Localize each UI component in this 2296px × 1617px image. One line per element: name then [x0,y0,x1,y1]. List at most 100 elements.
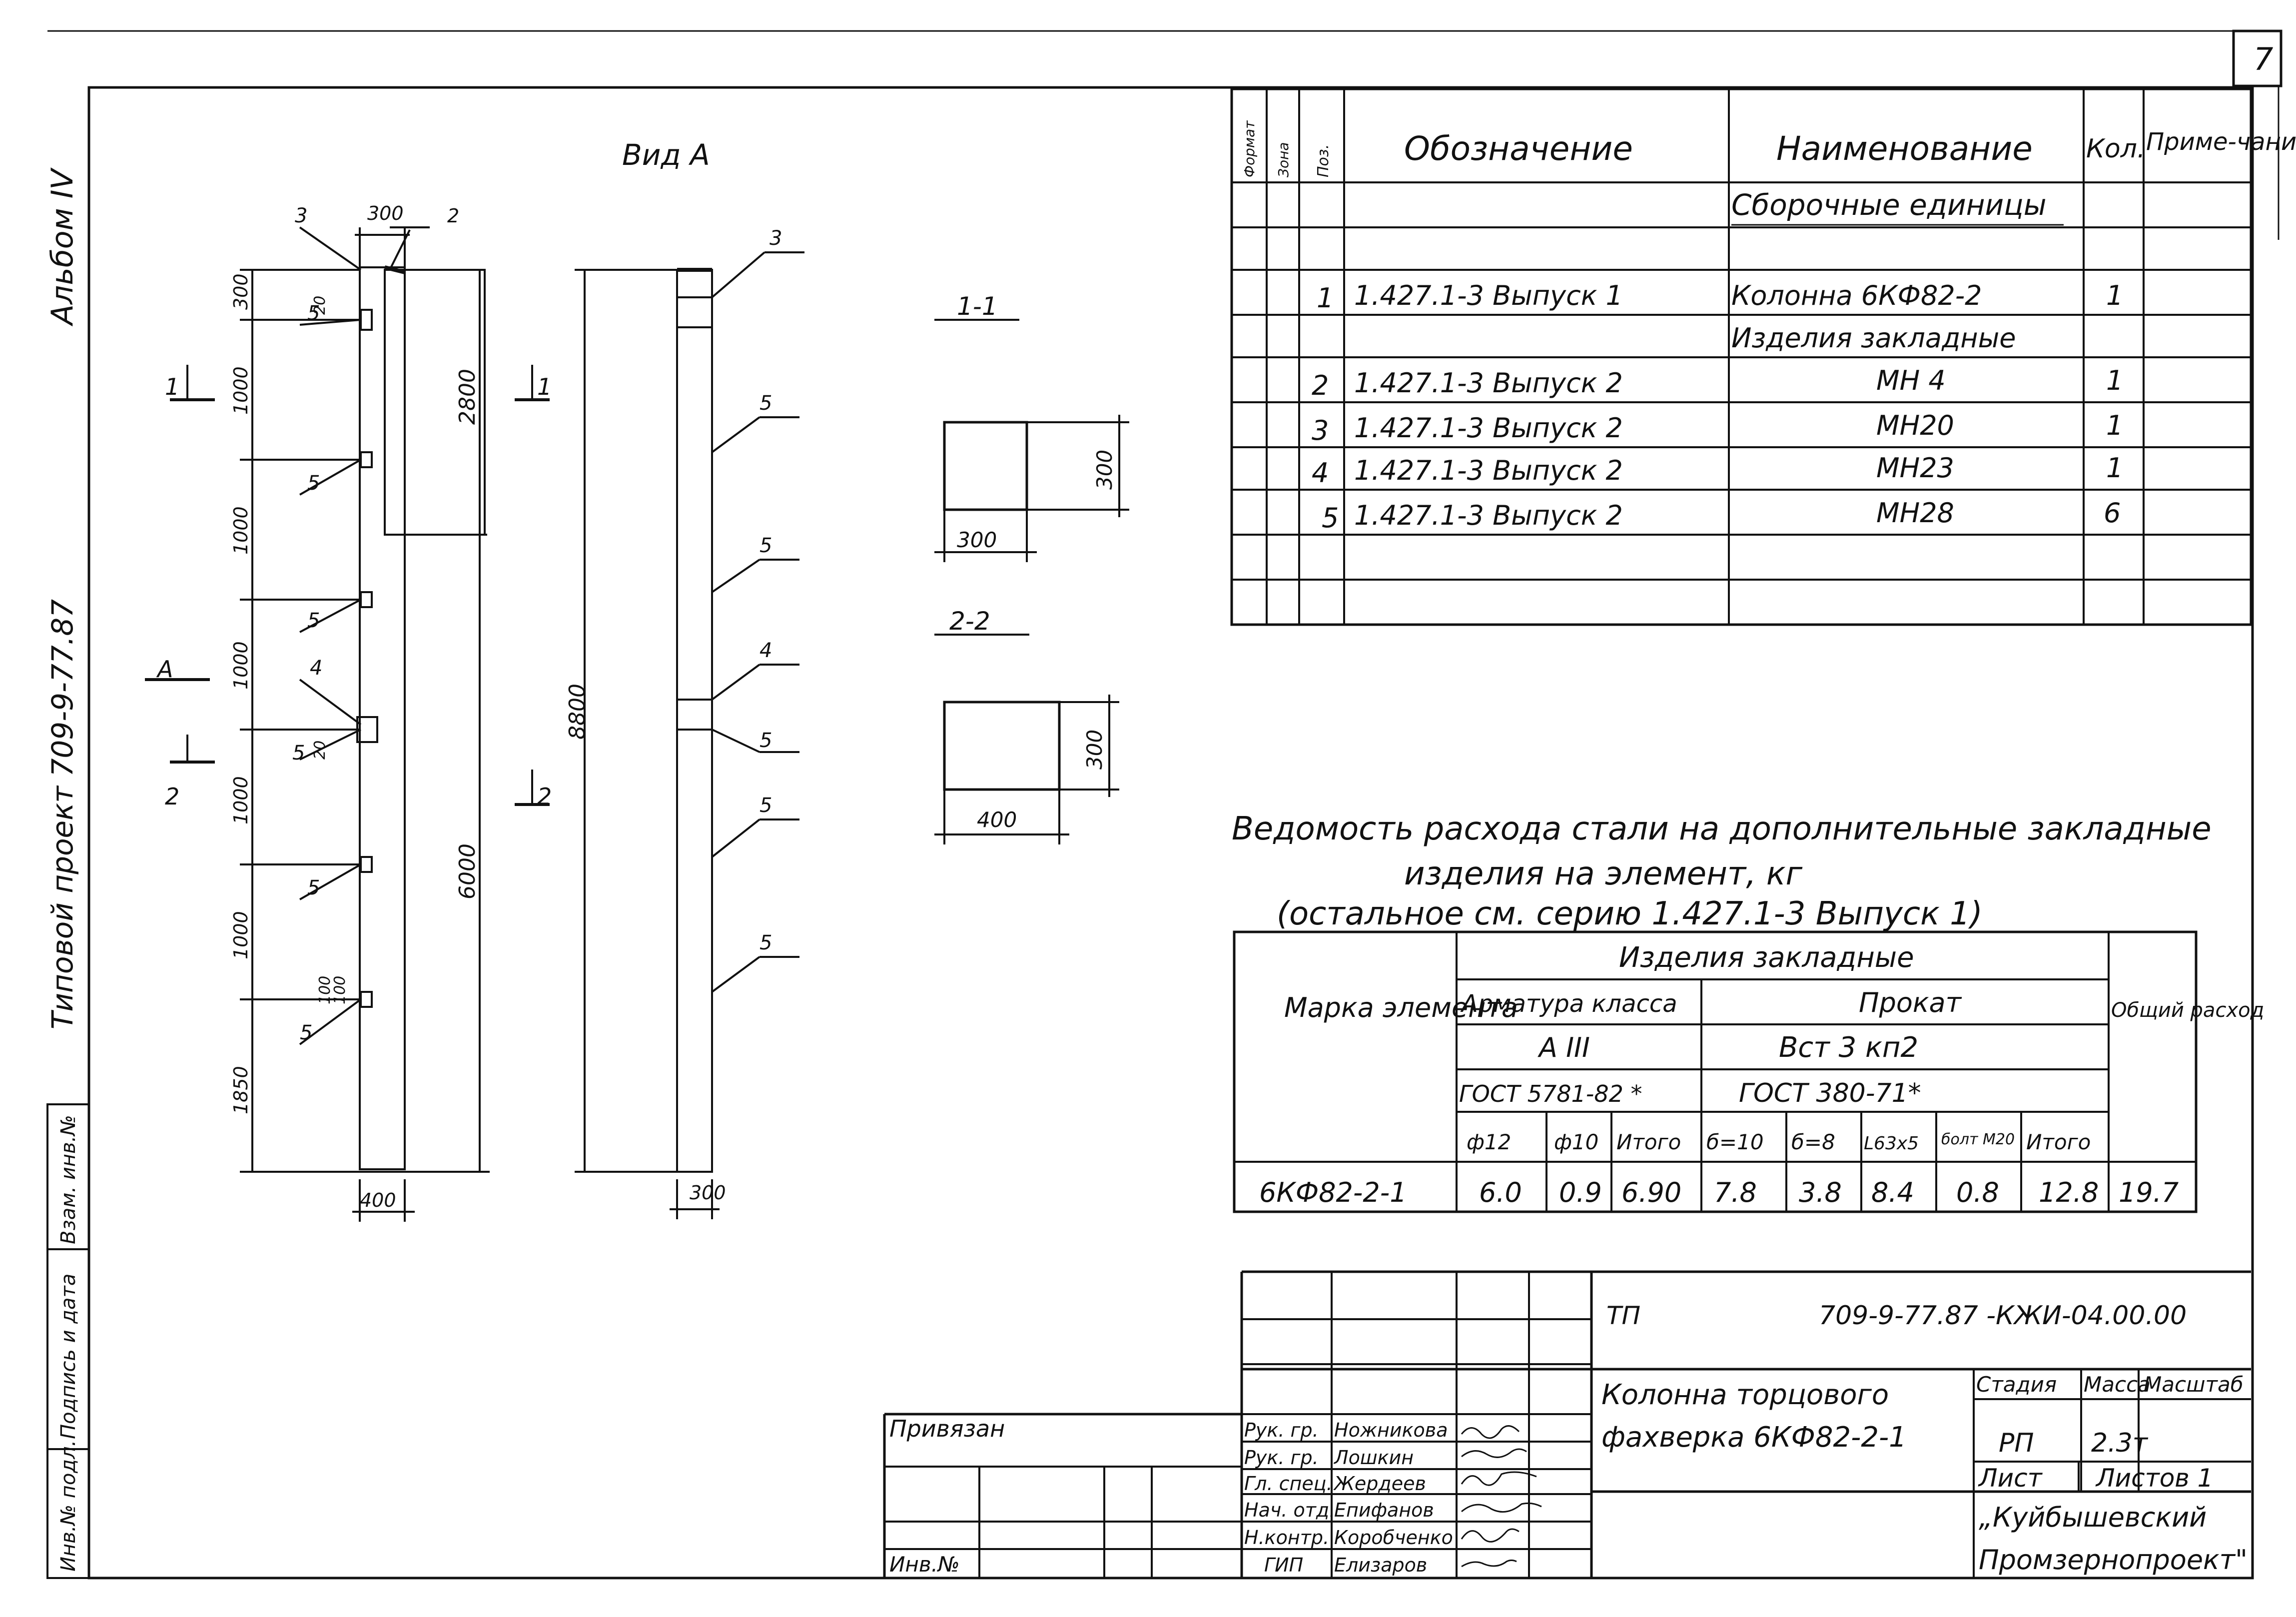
callout-right-5c: 5 [760,729,772,752]
cut-mark-a: А [156,656,173,683]
tb-scale-h: Масштаб [2144,1372,2244,1397]
spec-row-3-pos: 2 [1312,370,1329,401]
spec-section-title: Сборочные единицы [1731,188,2047,222]
steel-val-total1: 6.90 [1621,1177,1681,1208]
steel-val-angle: 8.4 [1871,1177,1914,1208]
tb-role-4: Нач. отд. [1244,1499,1335,1521]
page-number: 7 [2254,41,2273,77]
spec-rows: 1 1.427.1-3 Выпуск 1 Колонна 6КФ82-2 1 И… [1312,280,2123,534]
title-block-people: Рук. гр. Ножникова Рук. гр. Лошкин Гл. с… [1244,1419,1453,1576]
spec-row-3-qty: 1 [2106,365,2123,396]
steel-sub-d10: ф10 [1554,1130,1598,1154]
stamp-signature: Подпись и дата [57,1274,80,1439]
spec-row-6-pos: 5 [1322,502,1339,534]
tb-bound: Привязан [889,1415,1005,1442]
stamp-inv-orig: Инв.№ подл. [57,1440,80,1572]
spec-row-1-des: 1.427.1-3 Выпуск 1 [1354,280,1623,311]
section-1-height: 300 [1092,450,1117,490]
tb-org-1: „Куйбышевский [1979,1502,2207,1533]
spec-row-1-name: Колонна 6КФ82-2 [1731,280,1982,311]
steel-sub-t10: б=10 [1706,1130,1764,1154]
callout-left-5b: 5 [307,472,320,495]
tb-person-3: Жердеев [1333,1473,1426,1495]
cut-mark-2-left: 2 [165,783,179,810]
dim-1000-a: 1000 [230,366,252,415]
spec-row-3-des: 1.427.1-3 Выпуск 2 [1354,367,1623,399]
callout-left-3: 3 [295,204,307,227]
section-1-title: 1-1 [957,292,998,321]
spec-row-2-name: Изделия закладные [1731,322,2016,354]
callout-left-5c: 5 [307,609,320,632]
spec-table [1230,85,2280,626]
steel-h-rebar: Арматура класса [1460,990,1677,1018]
steel-val-d12: 6.0 [1479,1177,1522,1208]
tb-sheet: Лист [1978,1464,2043,1493]
steel-val-total2: 12.8 [2039,1177,2099,1208]
steel-title-3: (остальное см. серию 1.427.1-3 Выпуск 1) [1277,895,1983,932]
dim-20-a: 20 [311,296,329,315]
section-2-width: 400 [977,808,1017,832]
section-2-height: 300 [1082,730,1107,770]
spec-row-4-name: МН20 [1876,410,1954,441]
dim-100-b: 100 [331,976,349,1004]
callout-right-5b: 5 [760,534,772,557]
dim-6000: 6000 [455,843,480,899]
callout-left-5d: 5 [292,742,305,765]
tb-person-5: Коробченко [1334,1527,1453,1549]
steel-gost-rolled: ГОСТ 380-71* [1739,1078,1921,1108]
section-2-title: 2-2 [949,607,990,636]
dim-300: 300 [230,273,252,310]
spec-h-qty: Кол. [2086,134,2146,164]
dim-20-b: 20 [311,741,329,760]
spec-row-4-qty: 1 [2106,410,2123,441]
cut-mark-1-right: 1 [537,373,552,400]
steel-sub-total2: Итого [2026,1130,2091,1154]
callout-right-5e: 5 [760,931,772,954]
stamp-replace-inv: Взам. инв.№ [57,1115,80,1244]
steel-row-mark: 6КФ82-2-1 [1259,1177,1407,1208]
spec-h-format: Формат [1241,120,1258,177]
title-block [883,1270,2251,1578]
tb-person-4: Епифанов [1334,1499,1434,1521]
album-label: Альбом IV [45,167,80,327]
steel-rebar-class: А III [1537,1032,1590,1063]
dim-1000-d: 1000 [230,776,252,824]
callout-right-3: 3 [769,227,782,250]
tb-inv: Инв.№ [889,1552,960,1577]
callout-left-5e: 5 [307,876,320,899]
tb-role-2: Рук. гр. [1244,1447,1319,1469]
dim-1000-c: 1000 [230,641,252,690]
left-dims: 300 1000 1000 1000 1000 1000 1850 20 20 … [230,273,590,1114]
steel-title-1: Ведомость расхода стали на дополнительны… [1232,810,2212,847]
dim-100-a: 100 [316,976,334,1004]
spec-row-5-des: 1.427.1-3 Выпуск 2 [1354,455,1623,486]
tb-role-5: Н.контр. [1244,1527,1329,1549]
sheet-frame [46,29,2283,1580]
dim-top-300: 300 [367,202,404,224]
title-block-text: ТП 709-9-77.87 -КЖИ-04.00.00 Колонна тор… [889,1301,2248,1577]
tb-role-3: Гл. спец. [1244,1473,1333,1495]
tb-sheets: Листов 1 [2095,1464,2213,1493]
cut-mark-1-left: 1 [165,373,179,400]
spec-h-zone: Зона [1275,142,1292,177]
callout-left-5f: 5 [300,1021,312,1044]
dim-8800: 8800 [565,684,590,740]
tb-name-1: Колонна торцового [1601,1379,1889,1411]
view-title: Вид А [622,138,710,172]
tb-mass-h: Масса [2084,1372,2151,1397]
tb-person-1: Ножникова [1334,1419,1448,1441]
steel-val-t8: 3.8 [1799,1177,1842,1208]
column-front-view [145,226,490,1222]
steel-table [1233,930,2198,1213]
steel-titles: Ведомость расхода стали на дополнительны… [1232,810,2212,932]
steel-val-d10: 0.9 [1559,1177,1602,1208]
tb-person-6: Елизаров [1334,1554,1427,1576]
tb-mass: 2.3т [2091,1428,2149,1458]
callout-right-5d: 5 [760,794,772,817]
spec-row-5-name: МН23 [1876,452,1954,484]
steel-h-mark: Марка элемента [1284,992,1518,1023]
dim-bottom-300: 300 [690,1182,726,1204]
spec-row-4-des: 1.427.1-3 Выпуск 2 [1354,412,1623,444]
tb-role-6: ГИП [1264,1554,1303,1576]
steel-val-bolt: 0.8 [1956,1177,1999,1208]
